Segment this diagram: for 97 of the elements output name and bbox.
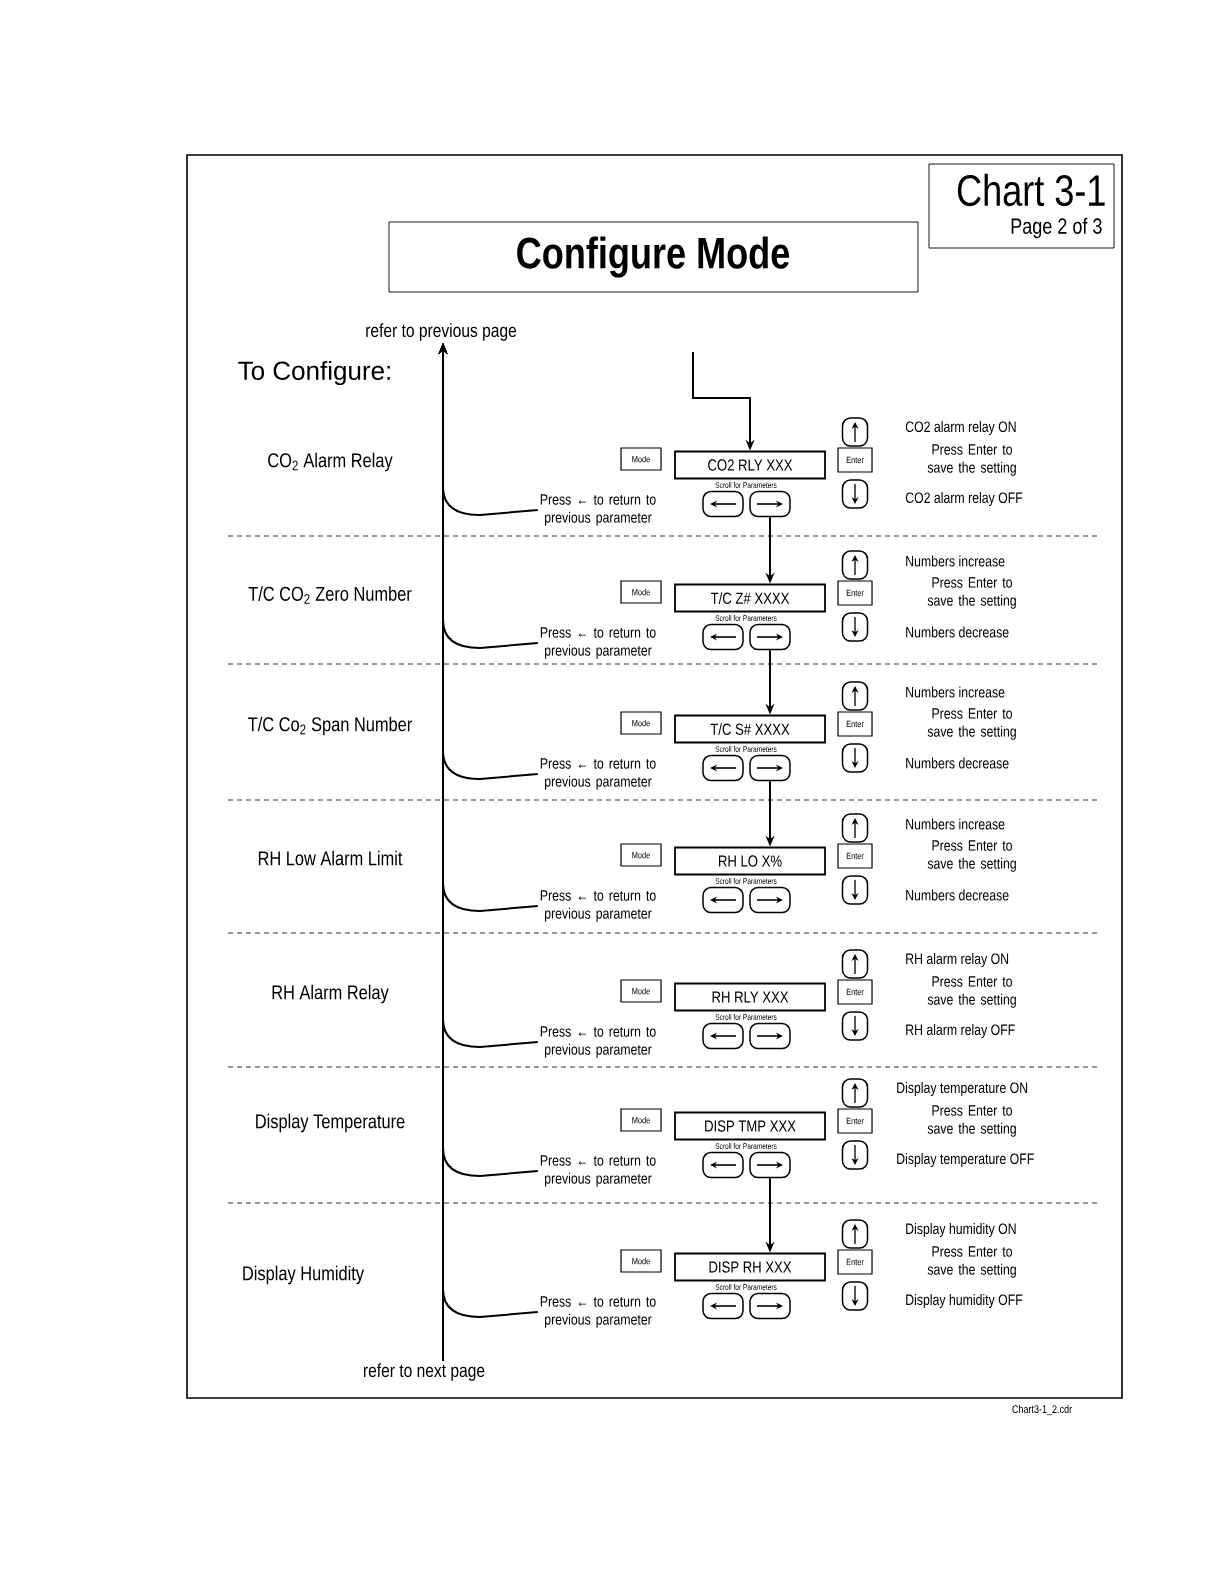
option-note: Numbers decrease [906, 757, 1009, 769]
mode-button: Mode [620, 1108, 662, 1132]
down-arrow-button [841, 1140, 869, 1170]
section-heading: To Configure: [238, 360, 390, 386]
down-arrow-button [841, 1281, 869, 1311]
scroll-caption: Scroll for Parameters [715, 1014, 777, 1020]
instruction-note: Press Enter to save the setting [927, 976, 1016, 1008]
left-arrow-button [702, 1292, 744, 1320]
option-note: RH alarm relay OFF [906, 1024, 1015, 1038]
option-note: Display temperature ON [897, 1082, 1028, 1096]
parameter-label: T/C Co$_{2}$ Span Number [248, 716, 412, 736]
mode-button: Mode [620, 447, 662, 471]
display-screen: T/C S# XXXX [674, 714, 826, 744]
down-arrow-button [841, 479, 869, 509]
scroll-caption: Scroll for Parameters [715, 746, 777, 752]
right-arrow-button [749, 1022, 791, 1050]
instruction-note: Press Enter to save the setting [927, 577, 1016, 609]
parameter-label: CO$_{2}$ Alarm Relay [268, 452, 393, 472]
scroll-caption: Scroll for Parameters [715, 482, 777, 488]
return-instruction: Press ← to return to previous parameter [540, 890, 656, 922]
return-instruction: Press ← to return to previous parameter [540, 758, 656, 790]
right-arrow-button [749, 754, 791, 782]
instruction-note: Press Enter to save the setting [927, 708, 1016, 740]
chart-number-box: Chart 3-1 Page 2 of 3 [928, 163, 1115, 249]
up-arrow-button [841, 1078, 869, 1108]
option-note: RH alarm relay ON [906, 953, 1009, 967]
down-arrow-button [841, 1011, 869, 1041]
return-instruction: Press ← to return to previous parameter [540, 627, 656, 659]
enter-button: Enter [837, 979, 873, 1005]
option-note: Numbers decrease [906, 889, 1009, 901]
up-arrow-button [841, 417, 869, 447]
up-arrow-button [841, 813, 869, 843]
display-screen: DISP RH XXX [674, 1252, 826, 1282]
mode-button: Mode [620, 1249, 662, 1273]
scroll-caption: Scroll for Parameters [715, 878, 777, 884]
up-arrow-button [841, 550, 869, 580]
mode-button: Mode [620, 711, 662, 735]
enter-button: Enter [837, 1249, 873, 1275]
up-arrow-button [841, 1219, 869, 1249]
up-arrow-button [841, 681, 869, 711]
right-arrow-button [749, 886, 791, 914]
scroll-caption: Scroll for Parameters [715, 615, 777, 621]
mode-button: Mode [620, 580, 662, 604]
instruction-note: Press Enter to save the setting [927, 840, 1016, 872]
mode-button: Mode [620, 979, 662, 1003]
display-screen: CO2 RLY XXX [674, 450, 826, 480]
scroll-caption: Scroll for Parameters [715, 1143, 777, 1149]
display-screen: T/C Z# XXXX [674, 583, 826, 613]
mode-button: Mode [620, 843, 662, 867]
instruction-note: Press Enter to save the setting [927, 1246, 1016, 1278]
parameter-label: RH Low Alarm Limit [258, 850, 403, 866]
left-arrow-button [702, 886, 744, 914]
right-arrow-button [749, 1151, 791, 1179]
enter-button: Enter [837, 447, 873, 473]
title-box: Configure Mode [388, 221, 919, 293]
right-arrow-button [749, 490, 791, 518]
option-note: Numbers increase [906, 818, 1005, 830]
return-instruction: Press ← to return to previous parameter [540, 1155, 656, 1187]
enter-button: Enter [837, 843, 873, 869]
left-arrow-button [702, 754, 744, 782]
page-reference: refer to previous page [366, 323, 517, 341]
option-note: Display humidity OFF [906, 1294, 1023, 1308]
option-note: Display humidity ON [906, 1223, 1016, 1237]
return-instruction: Press ← to return to previous parameter [540, 494, 656, 526]
left-arrow-button [702, 1022, 744, 1050]
enter-button: Enter [837, 580, 873, 606]
option-note: Display temperature OFF [897, 1153, 1034, 1167]
option-note: CO2 alarm relay OFF [905, 492, 1023, 506]
return-instruction: Press ← to return to previous parameter [540, 1296, 656, 1328]
option-note: CO2 alarm relay ON [905, 421, 1016, 435]
display-screen: RH RLY XXX [674, 982, 826, 1012]
parameter-label: RH Alarm Relay [272, 984, 389, 1004]
enter-button: Enter [837, 711, 873, 737]
return-instruction: Press ← to return to previous parameter [540, 1026, 656, 1058]
right-arrow-button [749, 623, 791, 651]
scroll-caption: Scroll for Parameters [715, 1284, 777, 1290]
parameter-label: Display Temperature [256, 1113, 405, 1133]
parameter-label: Display Humidity [243, 1265, 364, 1285]
left-arrow-button [702, 623, 744, 651]
down-arrow-button [841, 743, 869, 773]
right-arrow-button [749, 1292, 791, 1320]
file-name: Chart3-1_2.cdr [1012, 1404, 1072, 1416]
option-note: Numbers increase [906, 686, 1005, 698]
instruction-note: Press Enter to save the setting [927, 444, 1016, 476]
down-arrow-button [841, 875, 869, 905]
option-note: Numbers increase [906, 555, 1005, 567]
up-arrow-button [841, 949, 869, 979]
display-screen: RH LO X% [674, 846, 826, 876]
parameter-label: T/C CO$_{2}$ Zero Number [248, 586, 412, 604]
instruction-note: Press Enter to save the setting [927, 1105, 1016, 1137]
left-arrow-button [702, 1151, 744, 1179]
down-arrow-button [841, 612, 869, 642]
option-note: Numbers decrease [906, 626, 1009, 638]
enter-button: Enter [837, 1108, 873, 1134]
page-reference: refer to next page [364, 1363, 485, 1381]
left-arrow-button [702, 490, 744, 518]
display-screen: DISP TMP XXX [674, 1111, 826, 1141]
